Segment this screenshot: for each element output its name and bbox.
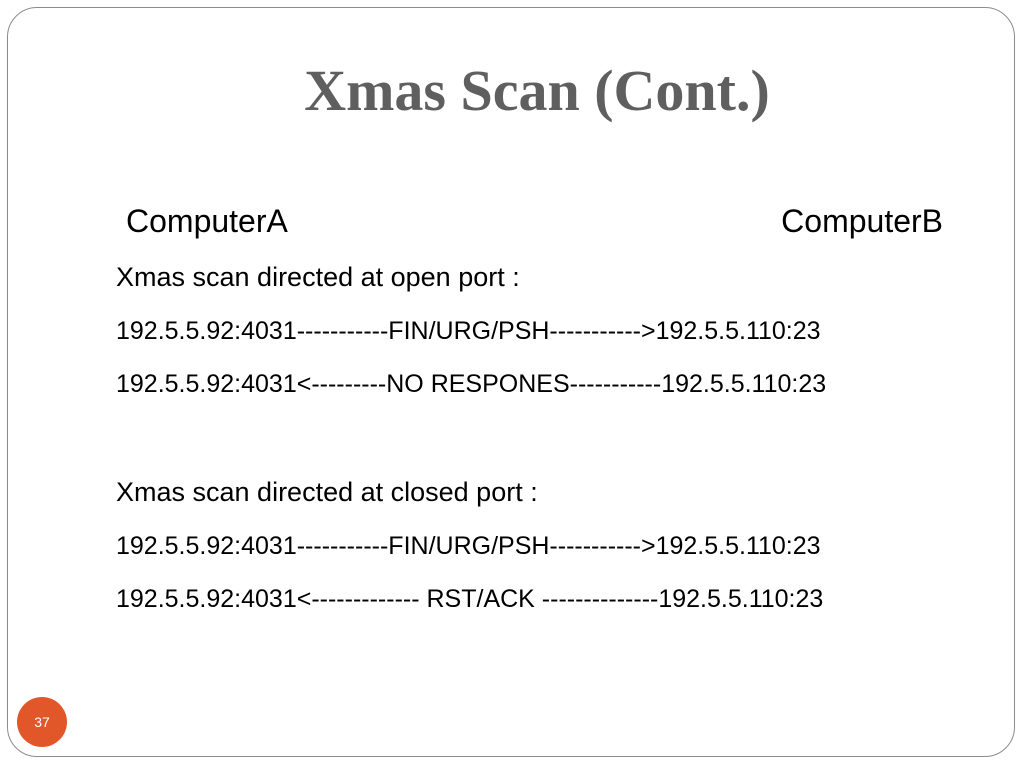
slide-frame (7, 7, 1015, 757)
closed-port-row-1: 192.5.5.92:4031-----------FIN/URG/PSH---… (116, 532, 821, 560)
computer-b-label: ComputerB (781, 203, 943, 239)
slide-title: Xmas Scan (Cont.) (304, 58, 770, 123)
open-port-heading: Xmas scan directed at open port : (116, 262, 520, 292)
open-port-row-1: 192.5.5.92:4031-----------FIN/URG/PSH---… (116, 317, 821, 345)
closed-port-row-2: 192.5.5.92:4031<------------- RST/ACK --… (116, 585, 824, 613)
closed-port-heading: Xmas scan directed at closed port : (116, 477, 538, 507)
computer-a-label: ComputerA (126, 203, 288, 239)
open-port-row-2: 192.5.5.92:4031<---------NO RESPONES----… (116, 370, 827, 398)
page-number-badge: 37 (17, 697, 67, 747)
